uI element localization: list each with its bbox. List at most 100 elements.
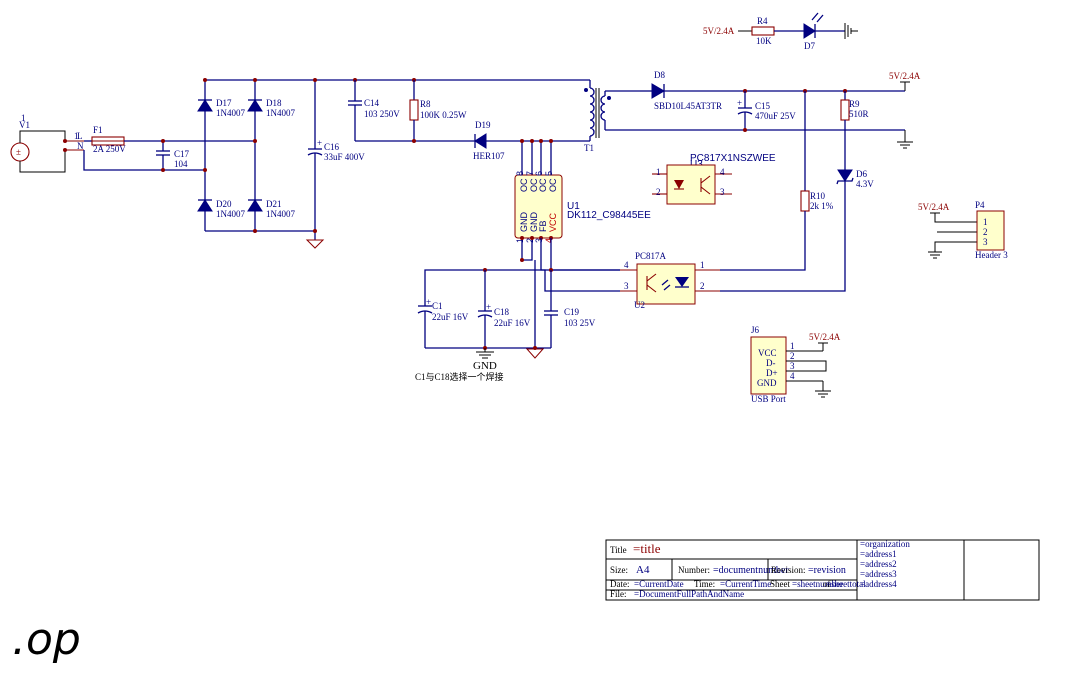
svg-text:103 25V: 103 25V — [564, 318, 596, 328]
svg-text:4: 4 — [544, 238, 554, 243]
svg-text:3: 3 — [624, 281, 629, 291]
svg-text:=DocumentFullPathAndName: =DocumentFullPathAndName — [634, 589, 744, 599]
svg-text:=address3: =address3 — [860, 569, 897, 579]
svg-text:4: 4 — [720, 167, 725, 177]
t1-transformer: T1 — [584, 80, 905, 153]
led-indicator-branch: 5V/2.4A R4 10K D7 — [703, 12, 858, 51]
f1-fuse: F1 2A 250V — [84, 125, 126, 154]
svg-text:2: 2 — [983, 227, 988, 237]
svg-text:22uF 16V: 22uF 16V — [432, 312, 469, 322]
gnd-label: GND — [473, 360, 497, 372]
svg-text:1: 1 — [74, 131, 79, 141]
svg-text:=title: =title — [633, 541, 661, 556]
svg-text:=CurrentTime: =CurrentTime — [720, 579, 771, 589]
svg-text:D18: D18 — [266, 98, 282, 108]
svg-text:1N4007: 1N4007 — [216, 209, 245, 219]
ground-icon — [525, 348, 545, 359]
svg-text:4.3V: 4.3V — [856, 179, 874, 189]
title-block: Title =title Size: A4 Number: =documentn… — [605, 539, 1040, 601]
svg-text:=address2: =address2 — [860, 559, 897, 569]
d7-led-icon — [803, 23, 816, 39]
svg-text:GND: GND — [757, 378, 777, 388]
svg-text:1N4007: 1N4007 — [216, 108, 245, 118]
svg-text:Size:: Size: — [610, 565, 628, 575]
r4-value: 10K — [756, 36, 772, 46]
svg-text:HER107: HER107 — [473, 151, 505, 161]
svg-text:2: 2 — [656, 187, 661, 197]
svg-text:±: ± — [16, 147, 21, 157]
u2-optocoupler: PC817A 4 3 1 2 U2 — [620, 251, 720, 310]
svg-text:1: 1 — [656, 167, 661, 177]
svg-text:SBD10L45AT3TR: SBD10L45AT3TR — [654, 101, 722, 111]
svg-text:C16: C16 — [324, 142, 340, 152]
svg-text:D-: D- — [766, 358, 776, 368]
svg-text:D8: D8 — [654, 70, 665, 80]
svg-text:=sheettotal: =sheettotal — [826, 579, 866, 589]
c16-capacitor: + C16 33uF 400V — [305, 78, 365, 249]
svg-text:D19: D19 — [475, 120, 491, 130]
u3-optocoupler: PC817X1NSZWEE U3 1 2 3 4 — [652, 153, 776, 205]
svg-text:D20: D20 — [216, 199, 232, 209]
svg-text:7: 7 — [525, 171, 535, 176]
svg-text:N: N — [77, 141, 84, 151]
svg-text:File:: File: — [610, 589, 627, 599]
svg-text:PC817X1NSZWEE: PC817X1NSZWEE — [690, 153, 776, 164]
svg-text:OC: OC — [538, 178, 548, 192]
svg-text:D17: D17 — [216, 98, 232, 108]
svg-text:510R: 510R — [849, 109, 869, 119]
svg-text:R10: R10 — [810, 191, 826, 201]
bridge-rectifier: D17 1N4007 D18 1N4007 D20 1N4007 D21 1N4… — [197, 78, 355, 233]
output-rectifier: D8 SBD10L45AT3TR 5V/2.4A + C15 470uF 25V… — [640, 70, 921, 292]
svg-text:Sheet: Sheet — [770, 579, 790, 589]
svg-text:5V/2.4A: 5V/2.4A — [918, 202, 950, 212]
svg-text:2: 2 — [700, 281, 705, 291]
svg-text:1: 1 — [790, 341, 795, 351]
svg-text:=sheetnumber: =sheetnumber — [792, 579, 843, 589]
r4-ref: R4 — [757, 16, 768, 26]
assembly-note: C1与C18选择一个焊接 — [415, 371, 504, 382]
svg-text:6: 6 — [534, 171, 544, 176]
d7-ref: D7 — [804, 41, 815, 51]
svg-text:R9: R9 — [849, 99, 860, 109]
footer-text: .op — [12, 614, 81, 665]
svg-text:1: 1 — [983, 217, 988, 227]
svg-text:3: 3 — [720, 187, 725, 197]
svg-text:J6: J6 — [751, 325, 760, 335]
svg-text:D6: D6 — [856, 169, 867, 179]
svg-text:=address4: =address4 — [860, 579, 897, 589]
svg-text:=organization: =organization — [860, 539, 910, 549]
svg-text:5V/2.4A: 5V/2.4A — [809, 332, 841, 342]
svg-text:C14: C14 — [364, 98, 380, 108]
svg-text:4: 4 — [624, 260, 629, 270]
c17-capacitor: C17 104 — [156, 141, 190, 170]
svg-text:T1: T1 — [584, 143, 594, 153]
vcc-capacitors: + C1 22uF 16V + C18 22uF 16V C19 103 25V… — [415, 268, 620, 382]
j6-usb-port: J6 VCC D- D+ GND 1 2 3 4 5V/2.4A USB Por… — [750, 325, 841, 404]
svg-text:Title: Title — [610, 545, 627, 555]
svg-text:PC817A: PC817A — [635, 251, 667, 261]
svg-text:F1: F1 — [93, 125, 103, 135]
svg-text:3: 3 — [790, 361, 795, 371]
svg-text:C15: C15 — [755, 101, 771, 111]
svg-text:=documentnumber: =documentnumber — [713, 565, 789, 576]
svg-text:P4: P4 — [975, 200, 985, 210]
snubber-network: C14 103 250V R8 100K 0.25W D19 HER107 — [348, 78, 590, 161]
svg-text:=CurrentDate: =CurrentDate — [634, 579, 684, 589]
svg-text:of: of — [823, 579, 831, 589]
svg-text:5: 5 — [544, 171, 554, 176]
svg-text:Time:: Time: — [694, 579, 715, 589]
svg-text:Number:: Number: — [678, 565, 710, 575]
svg-text:D+: D+ — [766, 368, 778, 378]
power-label-r4: 5V/2.4A — [703, 26, 735, 36]
svg-text:C18: C18 — [494, 307, 510, 317]
v1-source: 1 V1 ± — [10, 113, 66, 173]
svg-text:2: 2 — [525, 238, 535, 243]
svg-text:C1: C1 — [432, 301, 443, 311]
svg-text:VCC: VCC — [758, 348, 777, 358]
svg-text:8: 8 — [515, 171, 525, 176]
svg-text:Header 3: Header 3 — [975, 250, 1008, 260]
svg-text:1: 1 — [700, 260, 705, 270]
svg-text:22uF 16V: 22uF 16V — [494, 318, 531, 328]
svg-text:3: 3 — [534, 238, 544, 243]
